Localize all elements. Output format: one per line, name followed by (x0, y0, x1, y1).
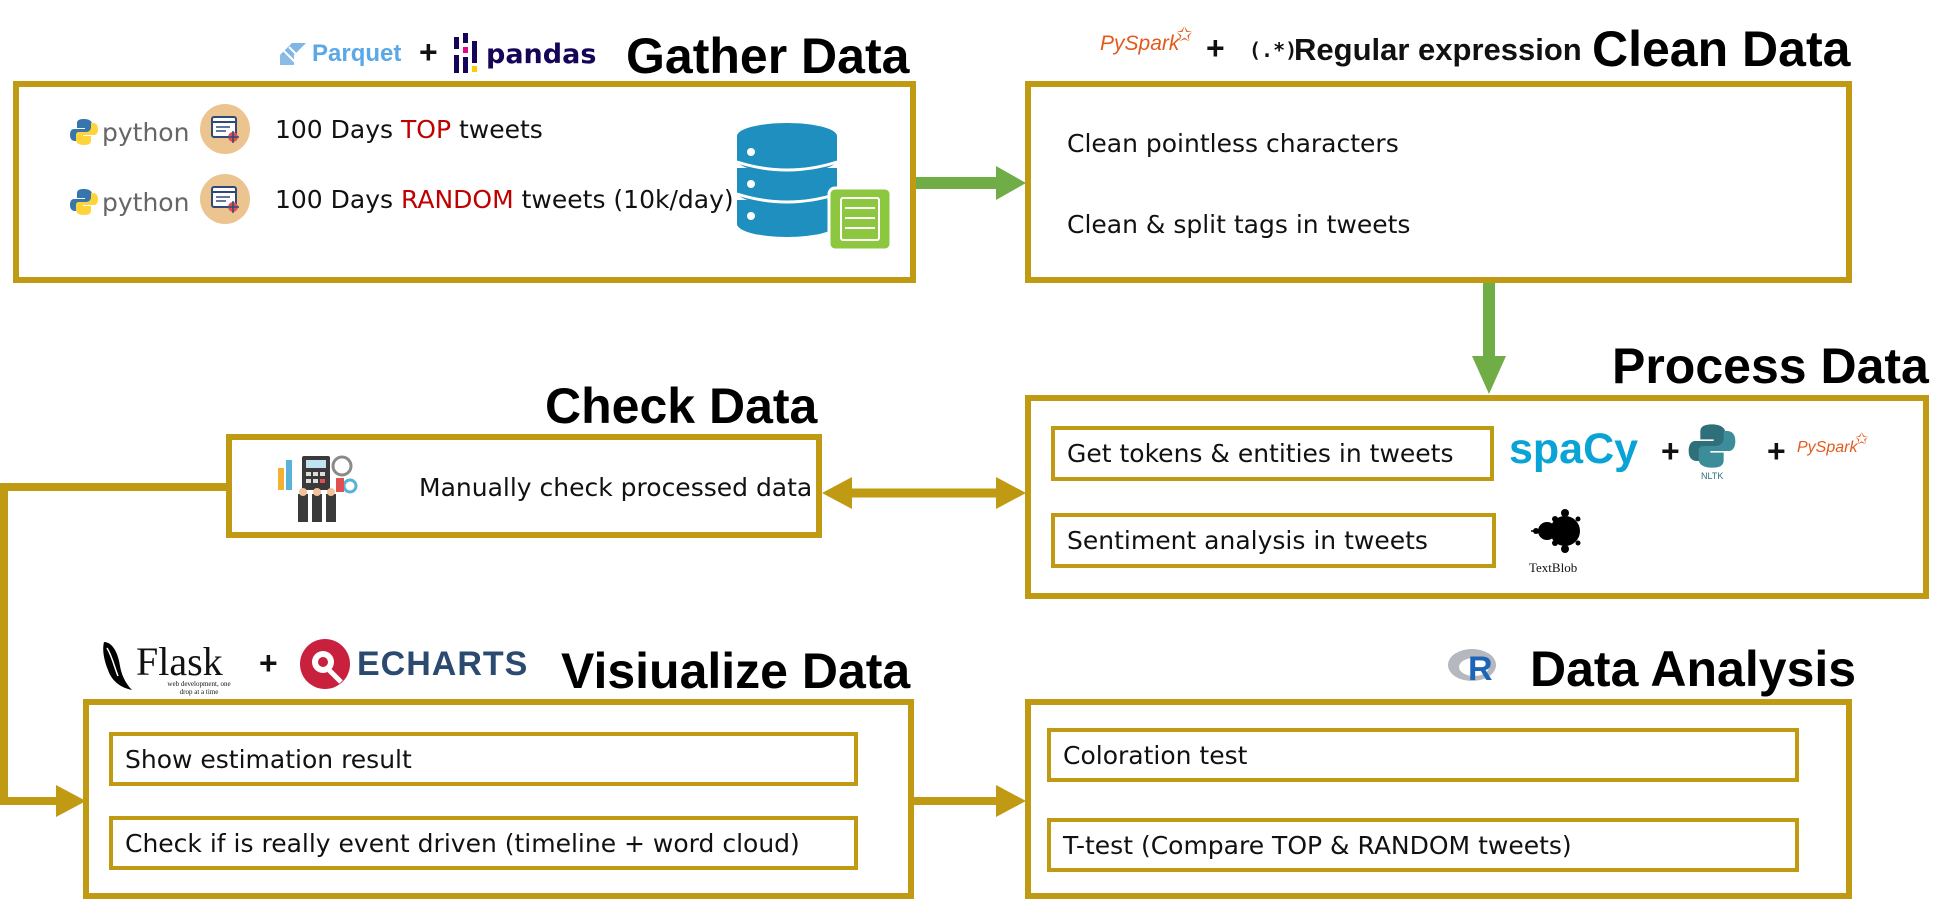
calculator-icon (272, 450, 360, 526)
python-label: python (102, 187, 190, 217)
pyspark-logo: PySpark ✩ (1100, 24, 1193, 56)
clean-item: Clean pointless characters (1067, 129, 1399, 158)
pandas-label: pandas (486, 38, 597, 70)
gather-row-top-text: 100 Days TOP tweets (275, 115, 543, 144)
process-item: Get tokens & entities in tweets (1051, 426, 1494, 481)
nltk-logo: NLTK (1685, 421, 1739, 483)
web-crawler-icon (200, 174, 250, 224)
python-icon (70, 189, 98, 215)
textblob-logo: TextBlob (1525, 505, 1595, 575)
regex-label: Regular expression (1294, 32, 1582, 67)
visualize-data-box: Show estimation result Check if is reall… (83, 699, 914, 899)
process-data-box: Get tokens & entities in tweets Sentimen… (1025, 395, 1929, 599)
process-item: Sentiment analysis in tweets (1051, 513, 1496, 568)
regex-icon: (.*) (1249, 38, 1298, 62)
plus-sign: + (419, 34, 438, 70)
random-highlight: RANDOM (401, 185, 514, 214)
r-label: R (1468, 650, 1493, 688)
flask-tagline: web development, one drop at a time (167, 680, 231, 696)
check-data-title: Check Data (545, 378, 818, 434)
clean-data-box: Clean pointless characters Clean & split… (1025, 81, 1852, 283)
visualize-item: Check if is really event driven (timelin… (109, 816, 858, 870)
python-label: python (102, 117, 190, 147)
data-analysis-box: Coloration test T-test (Compare TOP & RA… (1025, 699, 1852, 899)
gather-data-box: python 100 Days TOP tweets python (13, 81, 916, 283)
analysis-item: T-test (Compare TOP & RANDOM tweets) (1047, 818, 1799, 872)
parquet-logo: Parquet (278, 38, 401, 70)
spacy-logo: spaCy (1509, 425, 1639, 473)
top-highlight: TOP (401, 115, 452, 144)
flask-logo: Flask web development, one drop at a tim… (98, 638, 238, 696)
echarts-logo: ECHARTS (299, 638, 528, 690)
echarts-icon (300, 639, 350, 689)
check-data-box: Manually check processed data (226, 434, 822, 538)
parquet-label: Parquet (312, 40, 402, 67)
nltk-icon (1688, 424, 1736, 468)
check-label: Manually check processed data (419, 473, 813, 502)
python-icon (70, 119, 98, 145)
flask-label: Flask (136, 639, 223, 684)
visualize-item: Show estimation result (109, 732, 858, 786)
pandas-logo: pandas (452, 32, 596, 76)
plus-sign: + (1661, 433, 1680, 469)
visualize-data-title: Visiualize Data (561, 643, 911, 699)
python-logo: python (69, 117, 189, 147)
parquet-icon (280, 43, 306, 65)
echarts-label: ECHARTS (357, 644, 529, 683)
clean-item: Clean & split tags in tweets (1067, 210, 1411, 239)
textblob-label: TextBlob (1529, 560, 1578, 575)
gather-row-random-text: 100 Days RANDOM tweets (10k/day) (275, 185, 734, 214)
spark-star-icon: ✩ (1176, 24, 1193, 46)
pyspark-label: PySpark (1100, 32, 1180, 55)
gather-data-title: Gather Data (626, 28, 910, 84)
web-crawler-icon (200, 104, 250, 154)
pyspark-label: PySpark (1797, 439, 1858, 456)
analysis-item: Coloration test (1047, 728, 1799, 782)
data-analysis-title: Data Analysis (1530, 641, 1857, 697)
flask-horn-icon (103, 642, 132, 690)
plus-sign: + (259, 645, 278, 681)
clean-data-title: Clean Data (1592, 21, 1851, 77)
pyspark-logo: PySpark ✩ (1797, 431, 1868, 457)
textblob-icon (1531, 509, 1581, 553)
database-icon (735, 122, 897, 257)
pandas-icon (454, 33, 477, 73)
r-logo: R (1446, 646, 1504, 688)
python-logo: python (69, 187, 189, 217)
process-data-title: Process Data (1612, 338, 1929, 394)
spark-star-icon: ✩ (1855, 431, 1869, 448)
plus-sign: + (1767, 433, 1786, 469)
plus-sign: + (1206, 30, 1225, 66)
nltk-label: NLTK (1701, 471, 1724, 481)
